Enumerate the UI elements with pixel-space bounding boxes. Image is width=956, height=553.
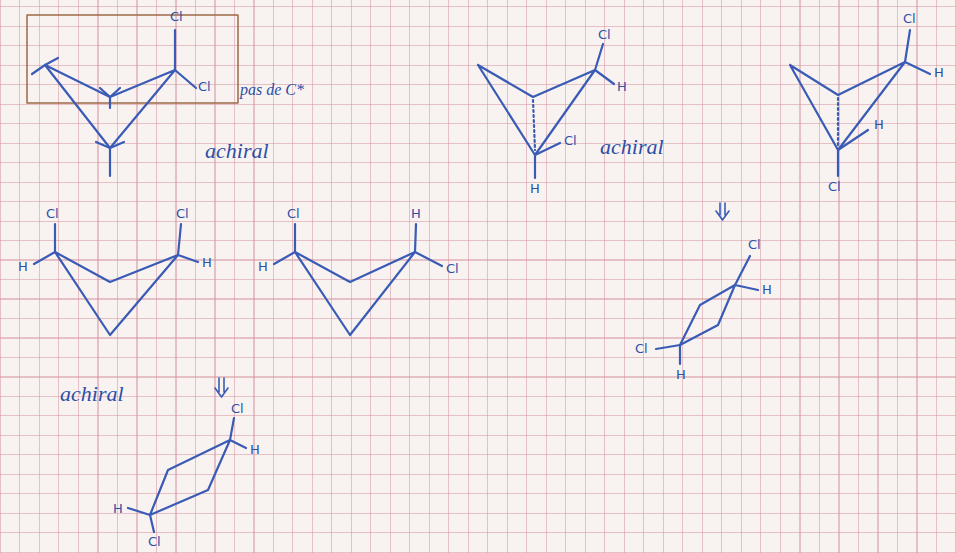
atom-label: H <box>411 207 421 220</box>
cyclobutane-2 <box>34 224 198 335</box>
atom-label: H <box>530 182 540 195</box>
atom-label: Cl <box>635 342 648 355</box>
down-arrow <box>215 203 729 397</box>
atom-label: Cl <box>564 134 577 147</box>
atom-label: H <box>676 368 686 381</box>
bicyclobutane-2 <box>790 30 930 176</box>
cyclobutane-3 <box>274 224 442 335</box>
atom-label: H <box>874 118 884 131</box>
bicyclobutane-1 <box>478 44 614 178</box>
atom-label: Cl <box>231 402 244 415</box>
atom-label: Cl <box>828 180 841 193</box>
atom-label: Cl <box>46 207 59 220</box>
atom-label: Cl <box>446 262 459 275</box>
atom-label: Cl <box>748 238 761 251</box>
atom-label: H <box>202 256 212 269</box>
note-text: achiral <box>205 140 269 162</box>
atom-label: H <box>934 66 944 79</box>
atom-label: H <box>258 260 268 273</box>
atom-label: Cl <box>170 10 183 23</box>
atom-label: H <box>250 443 260 456</box>
note-text: pas de C* <box>240 82 304 98</box>
note-text: achiral <box>600 136 664 158</box>
ring-chair-2 <box>656 256 758 364</box>
atom-label: H <box>113 502 123 515</box>
note-text: achiral <box>60 383 124 405</box>
atom-label: Cl <box>148 535 161 548</box>
atom-label: Cl <box>287 207 300 220</box>
atom-label: Cl <box>598 28 611 41</box>
cyclobutane-1 <box>32 30 196 176</box>
atom-label: Cl <box>176 207 189 220</box>
atom-label: Cl <box>198 80 211 93</box>
atom-label: H <box>617 80 627 93</box>
atom-label: H <box>762 283 772 296</box>
atom-label: H <box>18 260 28 273</box>
box-frame <box>27 15 238 103</box>
ring-chair-1 <box>128 418 246 532</box>
atom-label: Cl <box>903 12 916 25</box>
